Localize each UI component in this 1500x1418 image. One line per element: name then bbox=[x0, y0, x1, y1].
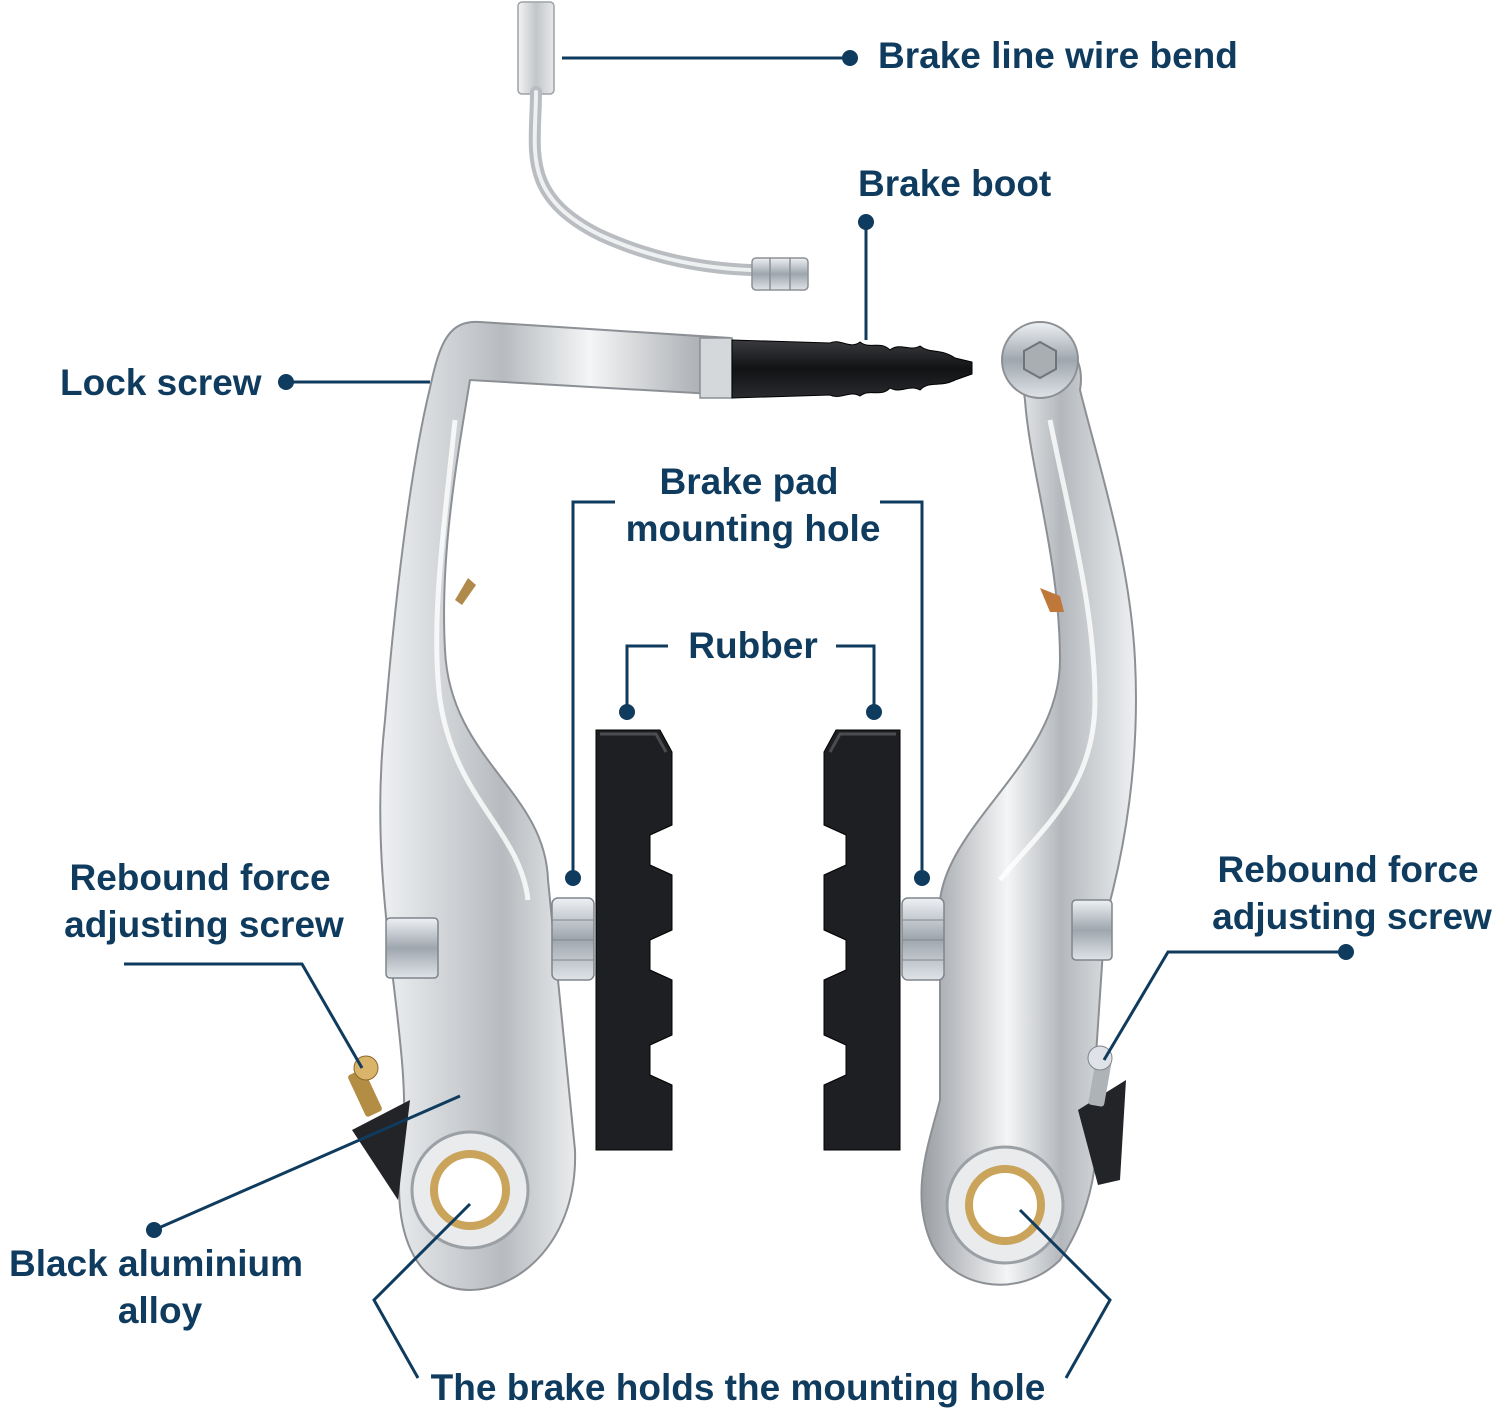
label-rebound-left-1: Rebound force bbox=[69, 857, 330, 898]
leader-mounting-hole bbox=[372, 1202, 1112, 1379]
leader-brake-line bbox=[562, 50, 858, 66]
right-brake-arm bbox=[920, 321, 1137, 1286]
brake-boot bbox=[731, 339, 973, 399]
right-side-bolt bbox=[1071, 899, 1113, 961]
right-black-block bbox=[1078, 1045, 1126, 1185]
label-black-alloy-1: Black aluminium bbox=[9, 1243, 303, 1284]
label-rebound-right-1: Rebound force bbox=[1217, 849, 1478, 890]
right-rubber-pad bbox=[823, 729, 901, 1151]
leader-lock-screw bbox=[278, 374, 430, 390]
leader-rubber-left bbox=[619, 644, 668, 720]
right-pivot-hole bbox=[945, 1145, 1065, 1265]
leader-brake-boot bbox=[858, 214, 874, 340]
left-side-bolt bbox=[385, 917, 439, 979]
label-rubber: Rubber bbox=[688, 625, 818, 666]
label-pad-hole-1: Brake pad bbox=[660, 461, 839, 502]
label-rebound-right-2: adjusting screw bbox=[1212, 896, 1492, 937]
brake-line-noodle bbox=[517, 1, 809, 291]
left-pad-hardware bbox=[551, 897, 595, 981]
right-pad-hardware bbox=[901, 897, 945, 981]
leader-rubber-right bbox=[836, 644, 882, 720]
left-pivot-hole bbox=[410, 1130, 530, 1250]
leader-rebound-right bbox=[1102, 944, 1354, 1061]
leader-black-alloy bbox=[146, 1094, 461, 1238]
leader-pad-hole-right bbox=[880, 500, 930, 886]
label-brake-line: Brake line wire bend bbox=[878, 35, 1238, 76]
label-mounting-hole: The brake holds the mounting hole bbox=[431, 1367, 1046, 1408]
left-brake-arm bbox=[379, 320, 733, 1292]
leader-pad-hole-left bbox=[565, 500, 615, 886]
label-pad-hole-2: mounting hole bbox=[626, 508, 881, 549]
left-rubber-pad bbox=[595, 729, 673, 1151]
label-lock-screw: Lock screw bbox=[60, 362, 262, 403]
leader-rebound-left bbox=[124, 962, 364, 1069]
label-black-alloy-2: alloy bbox=[118, 1290, 203, 1331]
left-black-block bbox=[348, 1055, 410, 1200]
label-rebound-left-2: adjusting screw bbox=[64, 904, 344, 945]
label-brake-boot: Brake boot bbox=[858, 163, 1051, 204]
